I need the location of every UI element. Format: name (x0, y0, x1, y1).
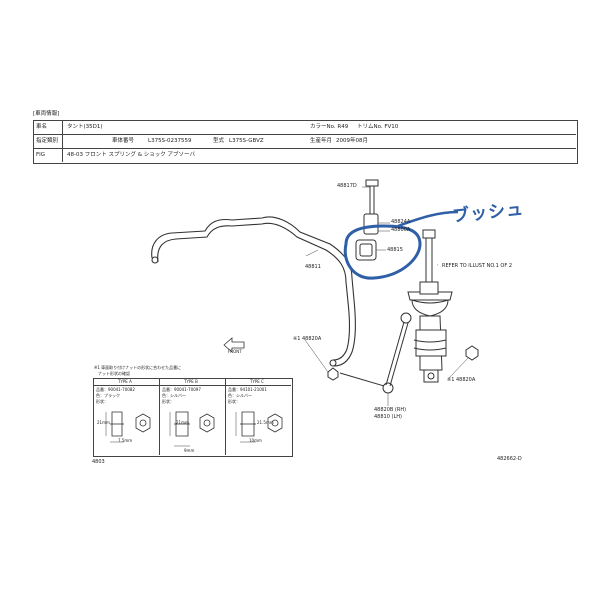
section-title: [車両情報] (33, 111, 60, 117)
part-label-48820a-right: ※1 48820A (447, 377, 476, 383)
table-divider (93, 385, 291, 386)
table-divider (33, 134, 576, 135)
model-value: タント(35D1) (67, 124, 103, 130)
designation-label: 指定類別 (36, 138, 59, 144)
leader-lines (304, 186, 469, 406)
type-c-shape: 形状： (228, 399, 240, 404)
part-label-48811: 48811 (305, 264, 321, 270)
type-a-dim-width: 7.5mm (118, 438, 133, 443)
strut-assembly (407, 229, 453, 383)
part-label-48810: 48810 (LH) (374, 414, 402, 420)
annotation-stroke (397, 210, 459, 228)
front-label: FRONT (228, 349, 242, 354)
fig-value: 48-03 フロント スプリング & ショック アブソーバ (67, 152, 195, 158)
type-a-color: 色：ブラック (96, 393, 120, 398)
type-b-dim-height: 21mm (176, 420, 189, 425)
vehicle-info-table (33, 120, 578, 164)
chassis-label: 車体番号 (112, 138, 135, 144)
table-divider (33, 148, 576, 149)
production-value: 2009年08月 (336, 138, 368, 144)
type-b-title: TYPE B (184, 379, 198, 384)
type-b-dim-width: 9mm (184, 448, 195, 453)
footer-left-code: 4803 (92, 459, 105, 465)
type-b-part: 品番：90041-70097 (162, 387, 201, 392)
part-label-48817d: 48817D (337, 183, 357, 189)
type-a-shape: 形状： (96, 399, 108, 404)
stabilizer-bar (151, 216, 356, 367)
nut-note-line2: ナット形状の確認 (98, 371, 130, 376)
type-c-dim-width: 10mm (249, 438, 262, 443)
part-label-48800a: 48800A (391, 227, 411, 233)
type-b-color: 色：シルバー (162, 393, 186, 398)
type-a-dim-height: 21mm (97, 420, 110, 425)
model-label: 車名 (36, 124, 48, 130)
nut-type-table (93, 378, 293, 457)
part-label-48824a: 48824A (391, 219, 411, 225)
fig-label: FIG (36, 152, 46, 158)
part-label-48815: 48815 (387, 247, 403, 253)
production-label: 生産年月 (310, 138, 333, 144)
annotation-circle (343, 224, 422, 280)
part-label-48820b: 48820B (RH) (374, 407, 407, 413)
front-arrow-icon (223, 337, 245, 353)
trim-number: トリムNo. FV10 (357, 124, 399, 130)
type-c-part: 品番：94101-21001 (228, 387, 267, 392)
stabilizer-link (339, 312, 412, 394)
type-a-part: 品番：90041-70082 (96, 387, 135, 392)
table-divider (225, 378, 226, 455)
nut-note-line1: ※1 車面取り付けナットの形状に合わせた品番に (94, 365, 182, 370)
type-c-color: 色：シルバー (228, 393, 252, 398)
type-c-dim-height: 21.5mm (257, 420, 274, 425)
footer-right-code: 482662-D (497, 456, 522, 462)
table-divider (62, 120, 63, 162)
type-value: L375S-GBVZ (229, 138, 264, 144)
type-label: 型式 (213, 138, 225, 144)
table-divider (159, 378, 160, 455)
type-a-title: TYPE A (118, 379, 132, 384)
part-label-48820a-left: ※1 48820A (293, 336, 322, 342)
type-b-shape: 形状： (162, 399, 174, 404)
color-number: カラーNo. R49 (310, 124, 349, 130)
refer-note: REFER TO ILLUST NO.1 OF 2 (442, 263, 512, 269)
chassis-value: L375S-0237559 (148, 138, 192, 144)
nut-icons (327, 345, 479, 381)
type-c-title: TYPE C (250, 379, 264, 384)
